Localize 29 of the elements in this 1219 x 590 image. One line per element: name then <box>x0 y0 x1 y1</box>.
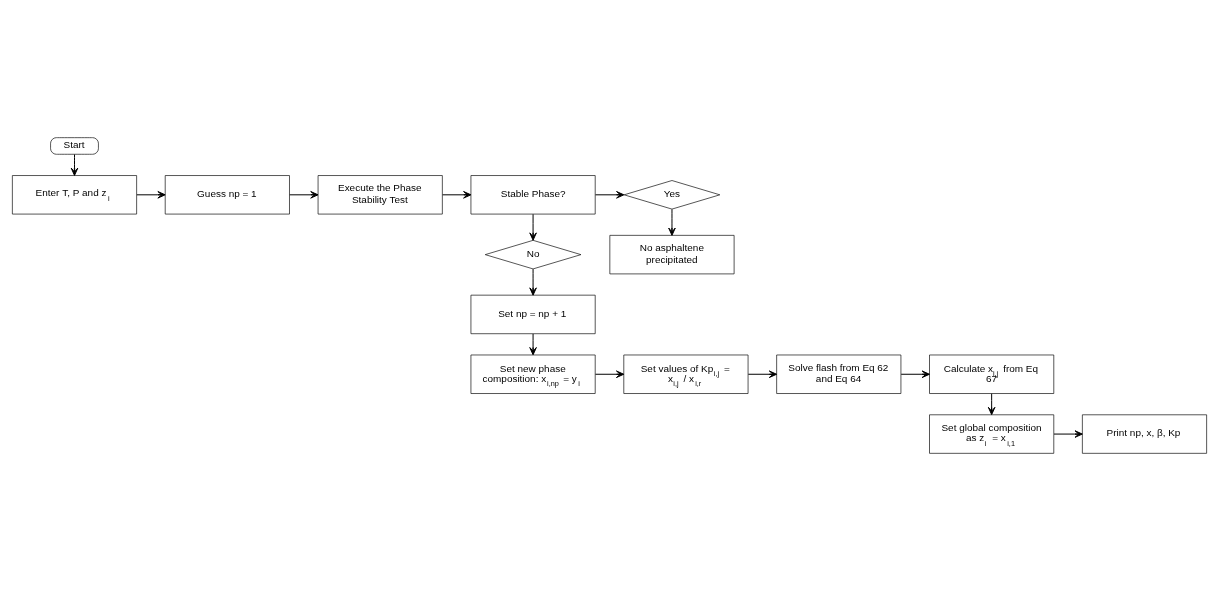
node-diamond: Yes <box>623 179 721 209</box>
arrow <box>136 190 166 199</box>
arrow <box>442 190 472 199</box>
node-box: Set values of Kp$_{i,j}$ = x$_{i,j}$ / x$_{i,r}$ <box>623 354 749 394</box>
node-box: Solve flash from Eq 62 and Eq 64 <box>776 354 902 394</box>
node-box: Enter T, P and z$_{i}$ <box>12 174 137 214</box>
node-box: Execute the Phase Stability Test <box>317 174 443 214</box>
node-box: Set np = np + 1 <box>470 294 596 334</box>
arrow <box>70 153 79 176</box>
node-box: Guess np = 1 <box>164 174 290 214</box>
node-box: Set global composition as z$_{i}$ = x$_{i,1}$ <box>929 413 1055 454</box>
node-box: No asphaltene precipitated <box>609 234 735 274</box>
arrow <box>747 369 778 378</box>
node-box: Stable Phase? <box>470 174 596 214</box>
node-box: Print np, x, β, Kp <box>1082 413 1207 454</box>
arrow <box>1053 429 1083 438</box>
node-box: Start <box>50 136 99 155</box>
arrow <box>529 213 537 241</box>
node-diamond: No <box>484 239 582 269</box>
node-box: Set new phase composition: x$_{i,np}$ = y$_{i}$ <box>470 354 596 394</box>
arrow <box>529 268 537 296</box>
arrow <box>987 392 996 415</box>
arrow <box>594 190 625 199</box>
arrow <box>668 208 676 236</box>
node-box: Calculate x$_{i,j}$ from Eq 67 <box>929 354 1055 394</box>
arrow <box>900 369 930 378</box>
arrow <box>529 332 537 355</box>
arrow <box>289 190 319 199</box>
arrow <box>594 369 625 378</box>
